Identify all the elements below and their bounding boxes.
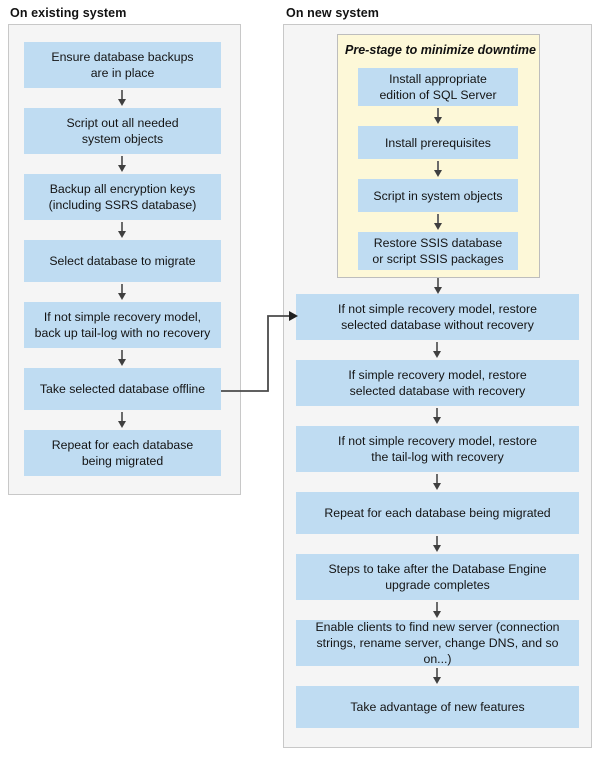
node-line: If simple recovery model, restore	[348, 368, 527, 382]
node-line: If not simple recovery model,	[43, 310, 202, 324]
node-line: Install prerequisites	[385, 135, 491, 150]
node-enable-clients[interactable]: Enable clients to find new server (conne…	[296, 620, 579, 666]
arrow-down-icon	[432, 408, 443, 424]
node-line: selected database with recovery	[349, 384, 526, 398]
prestage-group-label: Pre-stage to minimize downtime	[345, 43, 537, 57]
node-line: upgrade completes	[385, 578, 490, 592]
node-line: being migrated	[81, 454, 164, 468]
node-select-database-to-migrate[interactable]: Select database to migrate	[24, 240, 221, 282]
node-restore-without-recovery[interactable]: If not simple recovery model, restore se…	[296, 294, 579, 340]
node-line: are in place	[90, 66, 155, 80]
node-post-upgrade-steps[interactable]: Steps to take after the Database Engine …	[296, 554, 579, 600]
arrow-down-icon	[117, 156, 128, 172]
node-restore-ssis[interactable]: Restore SSIS database or script SSIS pac…	[358, 232, 518, 270]
node-restore-tail-log[interactable]: If not simple recovery model, restore th…	[296, 426, 579, 472]
node-line: Install appropriate	[389, 72, 487, 86]
arrow-down-icon	[433, 108, 444, 124]
node-line: selected database without recovery	[341, 318, 534, 332]
node-line: back up tail-log with no recovery	[34, 326, 211, 340]
node-install-prerequisites[interactable]: Install prerequisites	[358, 126, 518, 159]
node-line: Ensure database backups	[51, 50, 194, 64]
column-title-existing-system: On existing system	[10, 6, 127, 20]
arrow-down-icon	[117, 412, 128, 428]
node-line: the tail-log with recovery	[371, 450, 504, 464]
node-take-advantage-new-features[interactable]: Take advantage of new features	[296, 686, 579, 728]
node-repeat-each-database[interactable]: Repeat for each database being migrated	[24, 430, 221, 476]
node-line: Script in system objects	[373, 188, 503, 203]
node-line: If not simple recovery model, restore	[338, 434, 537, 448]
node-script-in-system-objects[interactable]: Script in system objects	[358, 179, 518, 212]
node-line: (including SSRS database)	[48, 198, 197, 212]
arrow-down-icon	[433, 278, 444, 294]
arrow-down-icon	[432, 474, 443, 490]
node-backup-tail-log[interactable]: If not simple recovery model, back up ta…	[24, 302, 221, 348]
node-line: Restore SSIS database	[373, 236, 503, 250]
node-line: Script out all needed	[66, 116, 179, 130]
arrow-down-icon	[432, 536, 443, 552]
arrow-down-icon	[117, 284, 128, 300]
node-line: Repeat for each database being migrated	[324, 506, 551, 520]
node-line: or script SSIS packages	[372, 252, 504, 266]
node-line: Repeat for each database	[51, 438, 194, 452]
node-line: system objects	[81, 132, 164, 146]
arrow-down-icon	[117, 222, 128, 238]
arrow-down-icon	[433, 214, 444, 230]
arrow-down-icon	[117, 350, 128, 366]
node-repeat-each-database-new[interactable]: Repeat for each database being migrated	[296, 492, 579, 534]
node-line: Select database to migrate	[49, 254, 196, 268]
arrow-down-icon	[432, 668, 443, 684]
node-line: Backup all encryption keys	[49, 182, 196, 196]
node-take-database-offline[interactable]: Take selected database offline	[24, 368, 221, 410]
node-line: edition of SQL Server	[379, 88, 497, 102]
arrow-down-icon	[117, 90, 128, 106]
node-ensure-backups[interactable]: Ensure database backups are in place	[24, 42, 221, 88]
node-line: If not simple recovery model, restore	[338, 302, 537, 316]
node-line: Steps to take after the Database Engine	[328, 562, 547, 576]
node-backup-encryption-keys[interactable]: Backup all encryption keys (including SS…	[24, 174, 221, 220]
node-restore-with-recovery[interactable]: If simple recovery model, restore select…	[296, 360, 579, 406]
node-install-sql-edition[interactable]: Install appropriate edition of SQL Serve…	[358, 68, 518, 106]
node-line: strings, rename server, change DNS, and …	[316, 636, 559, 666]
node-line: Enable clients to find new server (conne…	[315, 620, 560, 634]
node-line: Take advantage of new features	[350, 700, 525, 714]
arrow-down-icon	[433, 161, 444, 177]
arrow-down-icon	[432, 602, 443, 618]
arrow-down-icon	[432, 342, 443, 358]
column-title-new-system: On new system	[286, 6, 379, 20]
node-script-out-objects[interactable]: Script out all needed system objects	[24, 108, 221, 154]
node-line: Take selected database offline	[39, 382, 206, 396]
